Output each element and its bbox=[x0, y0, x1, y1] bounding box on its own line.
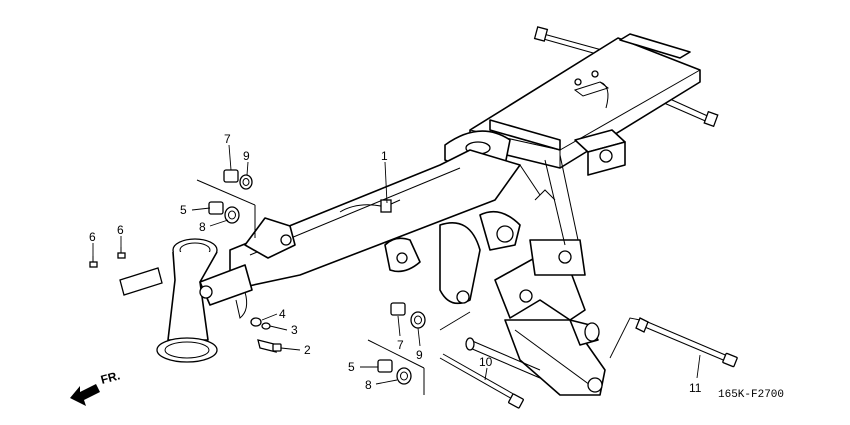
callout-9-upper: 9 bbox=[243, 149, 250, 163]
callout-8-lower: 8 bbox=[365, 378, 372, 392]
callout-4: 4 bbox=[279, 307, 286, 321]
callout-2: 2 bbox=[304, 343, 311, 357]
callout-3: 3 bbox=[291, 323, 298, 337]
front-direction-arrow: FR. bbox=[70, 368, 121, 406]
callout-7-upper: 7 bbox=[224, 132, 231, 146]
callout-7-lower: 7 bbox=[397, 338, 404, 352]
arrow-icon bbox=[70, 384, 100, 406]
callout-6-left: 6 bbox=[89, 230, 96, 244]
callout-8-upper: 8 bbox=[199, 220, 206, 234]
callout-labels: 1 2 3 4 5 5 6 6 7 7 8 8 9 9 10 11 bbox=[89, 132, 702, 395]
callout-9-lower: 9 bbox=[416, 348, 423, 362]
callout-1: 1 bbox=[381, 149, 388, 163]
direction-label: FR. bbox=[99, 368, 121, 387]
leader-lines bbox=[92, 144, 701, 385]
hardware-parts bbox=[89, 169, 738, 409]
callout-10: 10 bbox=[479, 355, 493, 369]
callout-5-upper: 5 bbox=[180, 203, 187, 217]
callout-6-right: 6 bbox=[117, 223, 124, 237]
callout-5-lower: 5 bbox=[348, 360, 355, 374]
callout-11: 11 bbox=[689, 381, 702, 395]
frame-body-drawing bbox=[156, 26, 719, 396]
diagram-code: 165K-F2700 bbox=[718, 389, 784, 401]
